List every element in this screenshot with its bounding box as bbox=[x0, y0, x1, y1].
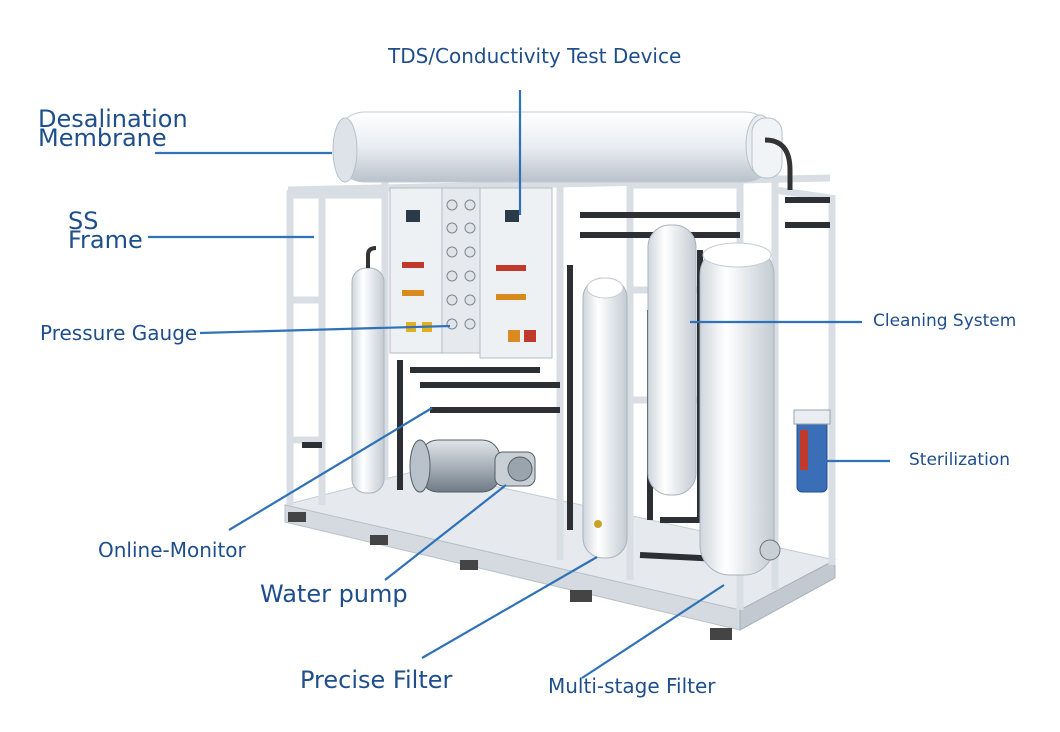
precise-filter bbox=[582, 277, 628, 559]
frame-label: Frame bbox=[68, 225, 143, 254]
control-panels bbox=[389, 187, 553, 359]
leader-lines bbox=[148, 90, 890, 679]
sterilizer bbox=[793, 409, 831, 493]
water-pump-leader-line bbox=[384, 484, 507, 581]
tds-label: TDS/Conductivity Test Device bbox=[388, 44, 682, 68]
multi-stage-filter-label: Multi-stage Filter bbox=[548, 674, 716, 698]
water-pump-label: Water pump bbox=[260, 580, 408, 608]
membrane-label: Membrane bbox=[38, 123, 167, 152]
desalination-membrane bbox=[332, 111, 793, 190]
cleaning-system-label: Cleaning System bbox=[873, 311, 1017, 331]
online-monitor-label: Online-Monitor bbox=[98, 538, 246, 562]
online-monitor-leader-line bbox=[228, 407, 433, 531]
desalination-label: Desalination bbox=[38, 105, 188, 133]
water-pump bbox=[409, 439, 536, 493]
precise-filter-label: Precise Filter bbox=[300, 666, 453, 694]
pressure-gauge-leader-line bbox=[199, 324, 451, 335]
pressure-gauge-label: Pressure Gauge bbox=[40, 321, 198, 345]
left-vessel bbox=[351, 246, 385, 494]
multi-stage-filters bbox=[647, 224, 781, 576]
ss-label: SS bbox=[68, 207, 99, 235]
sterilization-label: Sterilization bbox=[909, 450, 1010, 470]
desalination-membrane-label: Desalination Membrane bbox=[38, 105, 188, 152]
ss-frame-label: SS Frame bbox=[68, 207, 143, 254]
precise-filter-leader-line bbox=[421, 556, 598, 659]
multi-stage-leader-line bbox=[581, 584, 725, 679]
